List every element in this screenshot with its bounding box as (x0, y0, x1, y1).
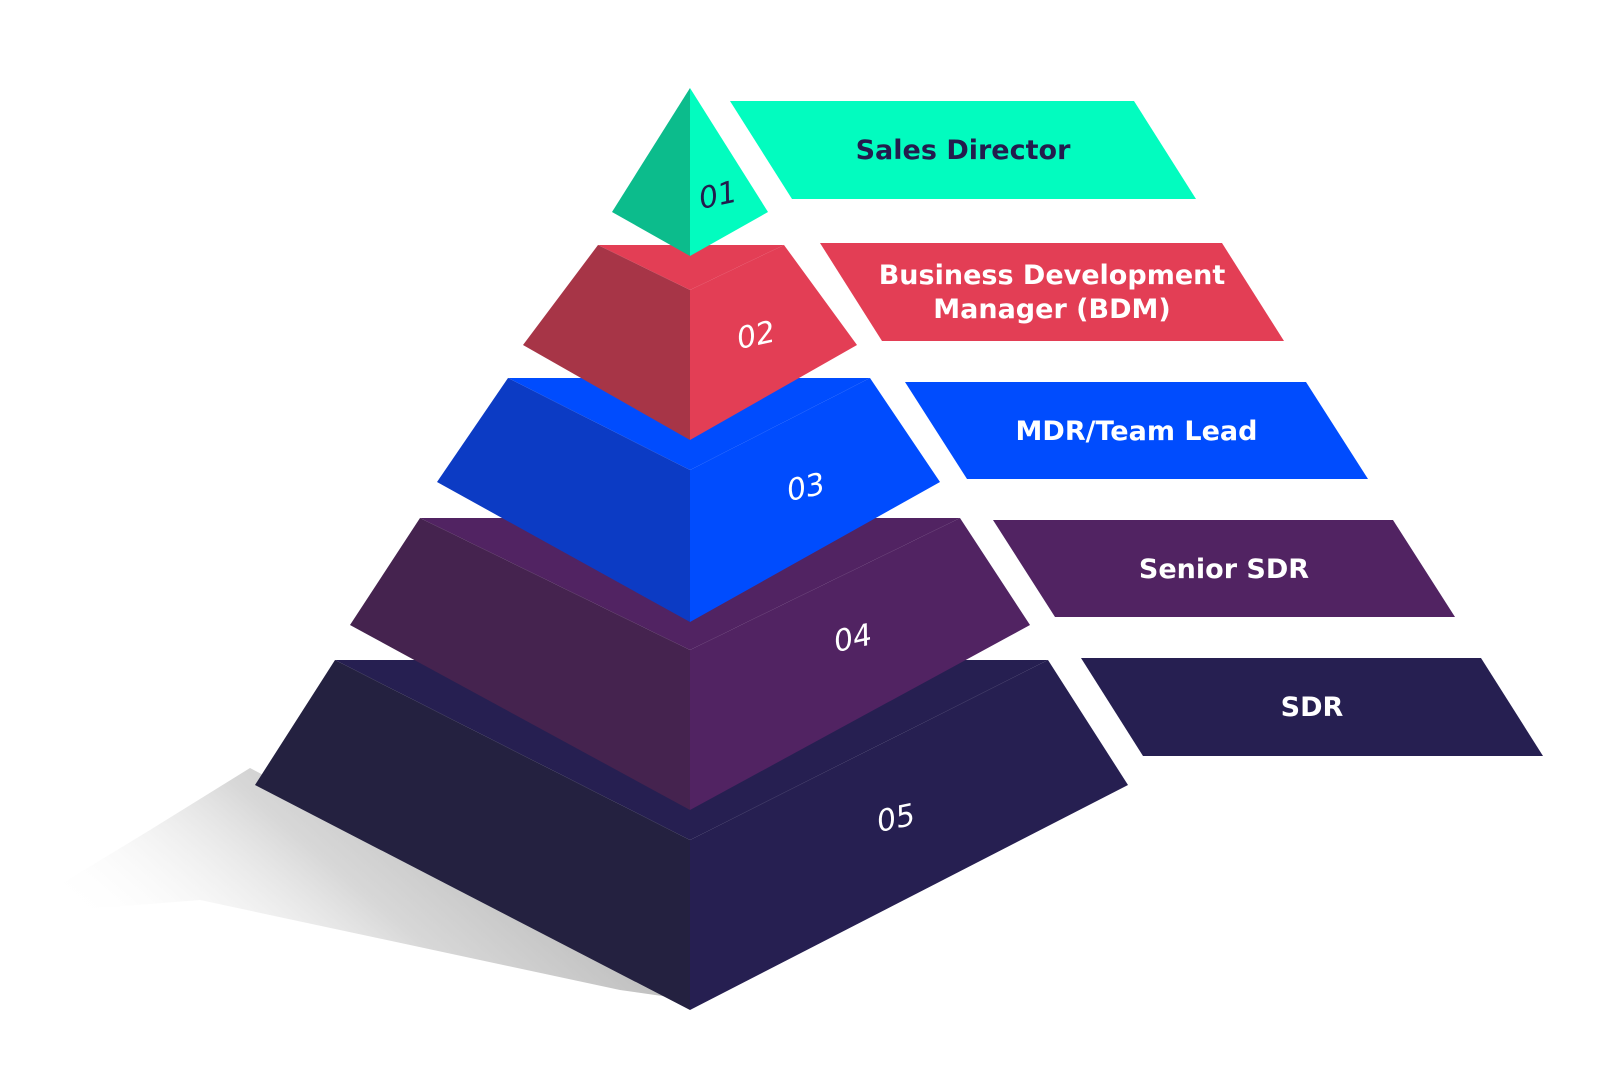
level-label-03: MDR/Team Lead (905, 382, 1368, 479)
level-number: 01 (696, 175, 741, 217)
pyramid-tiers: 05 04 03 02 01 (255, 88, 1128, 1010)
label-text: Manager (BDM) (933, 294, 1170, 325)
tier-left-face (350, 518, 690, 810)
tier-left-face (437, 378, 690, 622)
tier-left-face (523, 245, 690, 440)
label-text: Business Development (879, 260, 1226, 291)
level-number: 04 (831, 618, 876, 660)
pyramid-shadow (10, 768, 690, 1000)
tier-left-face (612, 88, 690, 256)
tier-right-face (690, 378, 940, 622)
tier-top-face (598, 245, 784, 290)
tier-right-face (690, 518, 1030, 810)
pyramid-tier-04: 04 (350, 518, 1030, 810)
pyramid-tier-02: 02 (523, 245, 857, 440)
tier-right-face (690, 245, 857, 440)
level-label-04: Senior SDR (993, 520, 1455, 617)
label-text: Sales Director (856, 135, 1071, 166)
label-text: MDR/Team Lead (1016, 416, 1258, 447)
level-number: 05 (874, 798, 919, 840)
label-band (1081, 658, 1543, 756)
level-number: 03 (784, 467, 829, 509)
label-text: SDR (1281, 692, 1344, 723)
label-text: Senior SDR (1139, 554, 1309, 585)
tier-left-face (255, 660, 690, 1010)
label-band (820, 243, 1284, 341)
label-band (993, 520, 1455, 617)
label-band (905, 382, 1368, 479)
tier-right-face (690, 88, 768, 256)
level-number: 02 (734, 315, 779, 357)
level-label-05: SDR (1081, 658, 1543, 756)
label-band (730, 101, 1196, 199)
tier-right-face (690, 660, 1128, 1010)
pyramid-tier-01: 01 (612, 88, 768, 256)
level-label-01: Sales Director (730, 101, 1196, 199)
